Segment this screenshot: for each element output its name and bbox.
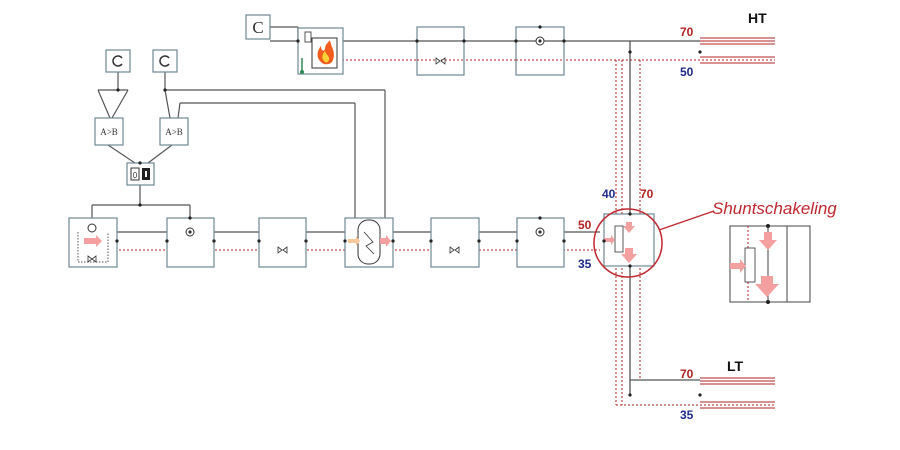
shunt-temp-50: 50 — [578, 218, 592, 232]
valve-icon — [277, 246, 288, 254]
pump-icon — [535, 36, 545, 46]
controller-box: C — [245, 14, 271, 40]
ht-valve-box — [416, 26, 465, 76]
shunt-unit — [603, 213, 655, 267]
sensor-icon — [159, 55, 170, 67]
comparator-2-label: A>B — [165, 127, 183, 137]
shunt-callout-detail — [729, 224, 811, 304]
switch-box: 0 — [126, 162, 155, 186]
callout-leader — [658, 210, 715, 231]
ht-return-temp: 50 — [680, 65, 694, 79]
shunt-valve-icon — [604, 222, 637, 263]
comparator-1: A>B — [94, 117, 124, 146]
comparator-1-label: A>B — [100, 127, 118, 137]
shunt-temp-35: 35 — [578, 257, 592, 271]
buffer-tank-icon — [348, 219, 391, 265]
valve-icon — [449, 246, 460, 254]
controller-label: C — [252, 18, 263, 37]
pump-icon — [535, 227, 545, 237]
lt-label: LT — [727, 358, 744, 374]
heat-source-box — [68, 217, 118, 268]
pump-icon — [185, 227, 195, 237]
boiler-flame-icon — [317, 40, 334, 65]
shunt-callout-label: Shuntschakeling — [712, 199, 837, 218]
sensor-icon — [112, 55, 123, 67]
pump-box-2 — [516, 217, 565, 268]
lt-return-temp: 35 — [680, 408, 694, 422]
ht-supply-temp: 70 — [680, 25, 694, 39]
switch-label: 0 — [133, 171, 138, 180]
ht-pump-box — [515, 26, 565, 76]
boiler-unit — [297, 27, 344, 75]
valve-icon — [435, 57, 446, 65]
shunt-highlight-circle — [593, 208, 663, 278]
shunt-temp-40: 40 — [602, 187, 616, 201]
shunt-temp-70: 70 — [640, 187, 654, 201]
pump-box-1 — [166, 217, 215, 268]
junction-dots — [115, 25, 702, 397]
valve-box-2 — [430, 217, 480, 268]
sensor-1 — [105, 49, 131, 73]
lt-supply-temp: 70 — [680, 367, 694, 381]
ht-label: HT — [748, 10, 767, 26]
buffer-tank-box — [344, 217, 394, 268]
sensor-2 — [152, 49, 178, 73]
comparator-2: A>B — [159, 117, 189, 146]
valve-box-1 — [258, 217, 307, 268]
heat-source-icon — [77, 223, 109, 263]
